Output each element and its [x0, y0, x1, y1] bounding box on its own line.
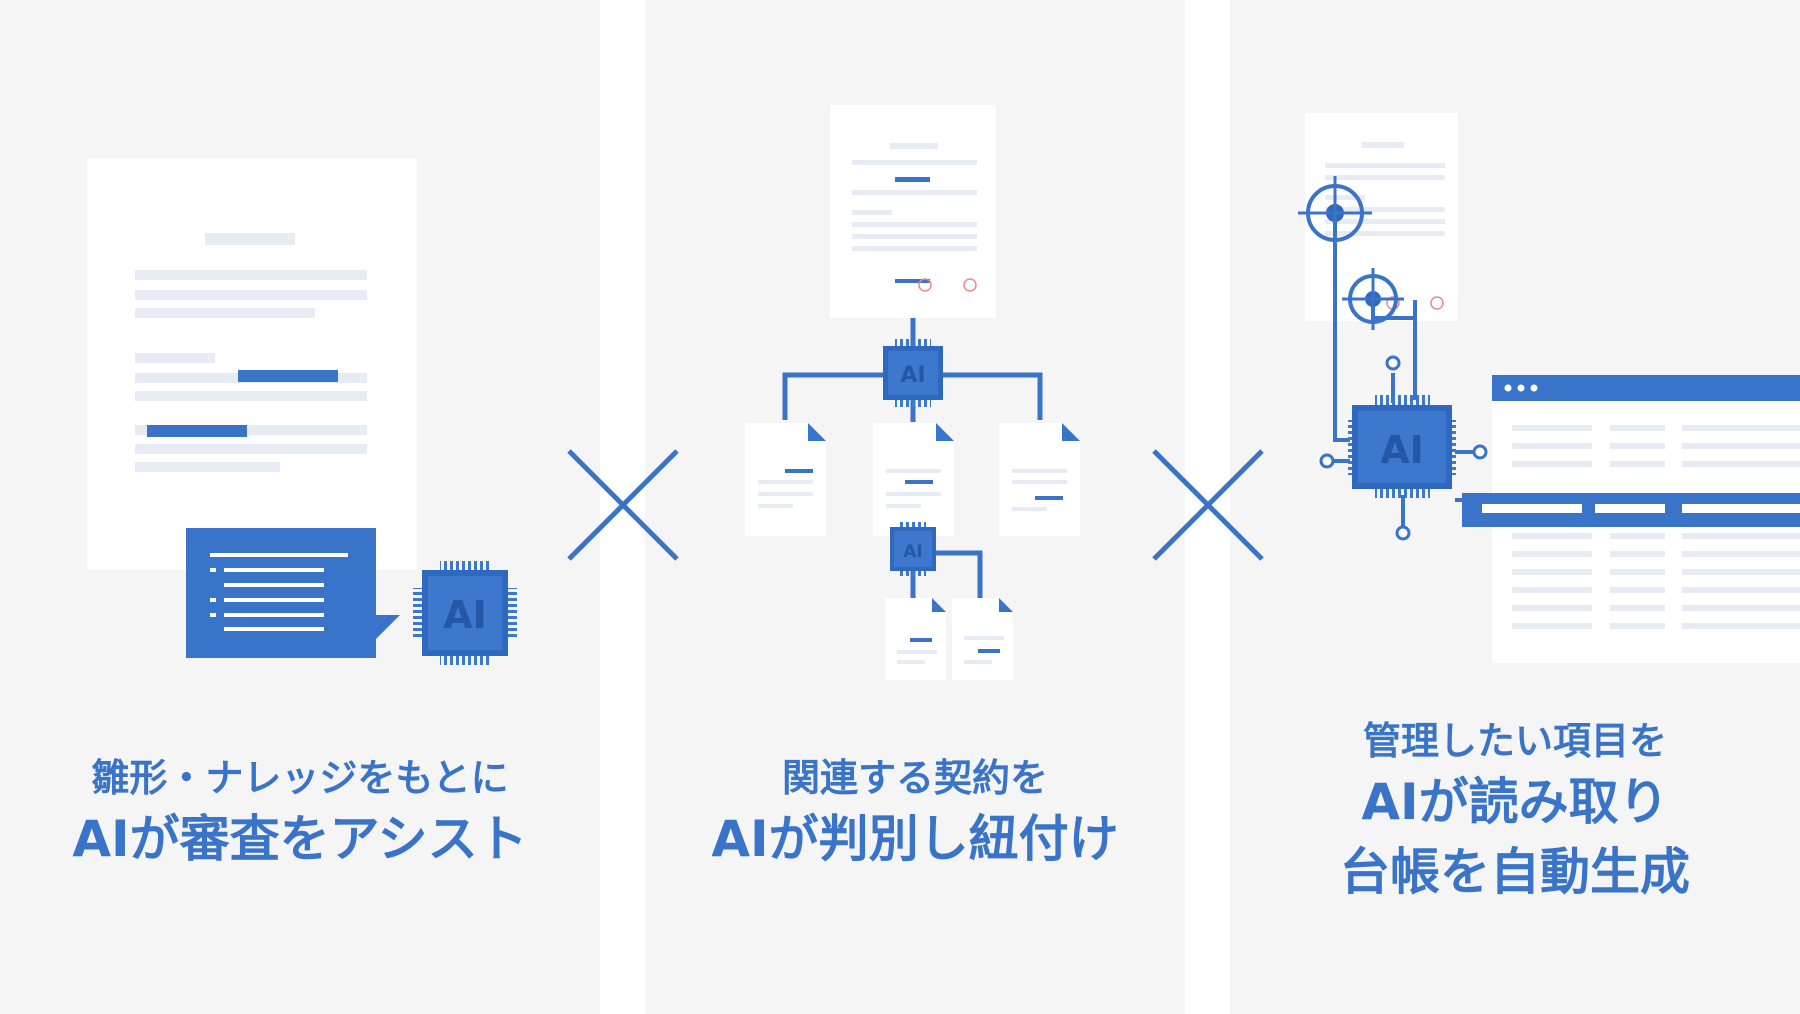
caption-title: AIが審査をアシスト: [72, 810, 528, 868]
circuit-nodes: [1319, 355, 1488, 541]
related-document: [745, 423, 826, 536]
caption-title-line2: 台帳を自動生成: [1340, 843, 1690, 901]
related-document: [999, 423, 1080, 536]
ai-chip: AI: [413, 561, 517, 665]
multiply-icon: [1152, 449, 1264, 561]
review-comment-bubble: [186, 528, 400, 658]
caption-title: AIが判別し紐付け: [711, 810, 1119, 868]
link-connectors: [782, 318, 1043, 598]
related-document: [885, 598, 946, 680]
caption-review: 雛形・ナレッジをもとに AIが審査をアシスト: [0, 752, 600, 874]
ledger-table: [1462, 375, 1800, 663]
svg-text:AI: AI: [903, 542, 922, 562]
ai-chip-sub: AI: [890, 522, 936, 576]
contract-document: [87, 158, 417, 570]
caption-subtitle: 管理したい項目を: [1362, 719, 1667, 763]
svg-text:AI: AI: [1380, 428, 1424, 472]
related-document: [952, 598, 1013, 680]
target-crosshair-icon: [1342, 268, 1404, 330]
multiply-icon: [567, 449, 679, 561]
ai-chip: AI: [1348, 395, 1456, 498]
caption-ledger: 管理したい項目を AIが読み取り 台帳を自動生成: [1230, 715, 1800, 907]
caption-title: AIが読み取り: [1361, 773, 1669, 831]
svg-text:AI: AI: [900, 363, 925, 388]
caption-subtitle: 関連する契約を: [781, 756, 1048, 800]
caption-link: 関連する契約を AIが判別し紐付け: [645, 752, 1185, 874]
related-document: [873, 423, 954, 536]
svg-text:AI: AI: [443, 593, 487, 637]
target-crosshair-icon: [1298, 176, 1372, 250]
caption-subtitle: 雛形・ナレッジをもとに: [91, 756, 509, 800]
ai-chip-main: AI: [883, 339, 943, 407]
source-contract-document: [830, 105, 996, 318]
